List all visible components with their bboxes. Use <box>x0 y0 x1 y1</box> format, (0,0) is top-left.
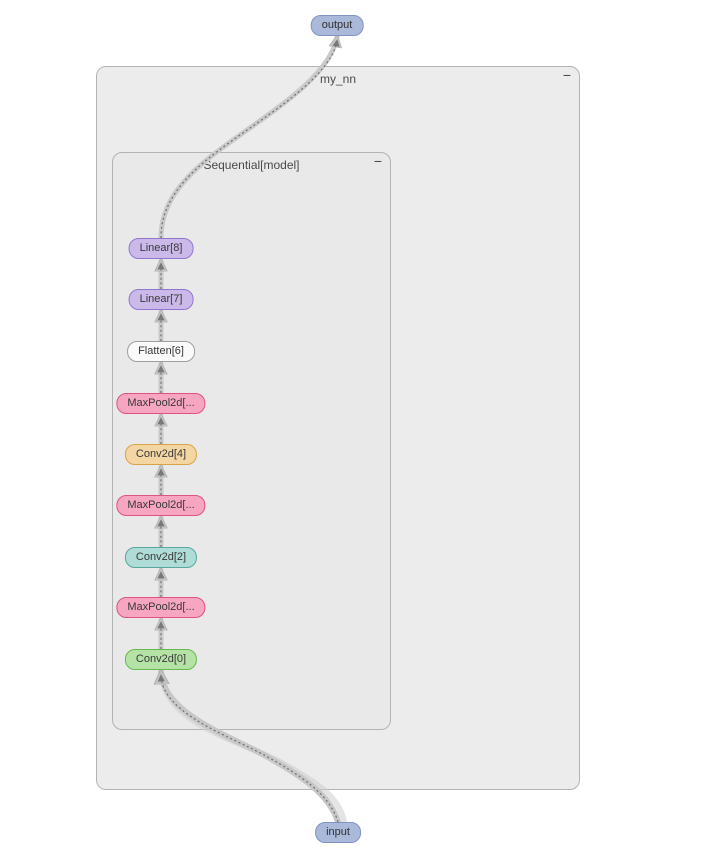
module-title-sequential: Sequential[model] <box>203 158 300 172</box>
layer-node-conv2d-4[interactable]: Conv2d[4] <box>124 444 198 465</box>
layer-node-conv2d-0[interactable]: Conv2d[0] <box>124 649 198 670</box>
collapse-icon[interactable]: − <box>562 67 571 83</box>
input-node[interactable]: input <box>315 822 361 843</box>
layer-node-maxpool2d-3[interactable]: MaxPool2d[... <box>116 495 206 516</box>
layer-node-flatten-6[interactable]: Flatten[6] <box>127 341 195 362</box>
layer-node-conv2d-2[interactable]: Conv2d[2] <box>124 547 198 568</box>
layer-node-maxpool2d-5[interactable]: MaxPool2d[... <box>116 393 206 414</box>
module-title-my-nn: my_nn <box>319 72 357 86</box>
collapse-icon[interactable]: − <box>373 153 382 169</box>
layer-node-linear-8[interactable]: Linear[8] <box>128 238 194 259</box>
layer-node-maxpool2d-1[interactable]: MaxPool2d[... <box>116 597 206 618</box>
layer-node-linear-7[interactable]: Linear[7] <box>128 289 194 310</box>
output-node[interactable]: output <box>310 15 364 36</box>
